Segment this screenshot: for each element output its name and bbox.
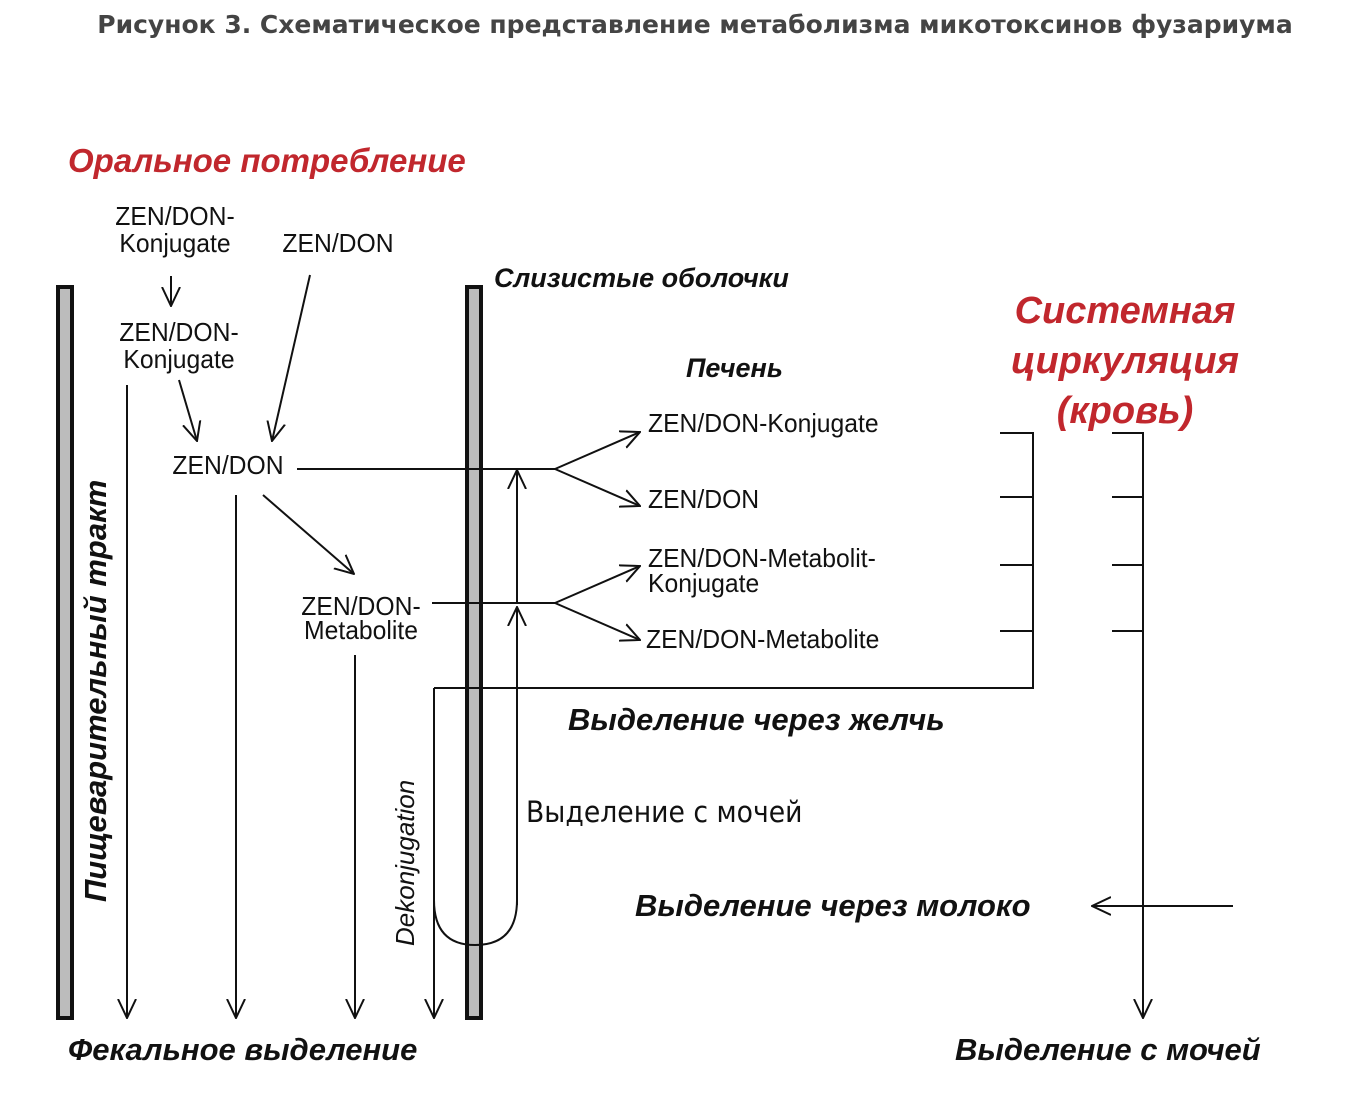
node-text: Konjugate [123, 344, 235, 374]
mucosa-label: Слизистые оболочки [494, 263, 789, 293]
node-liver-free: ZEN/DON [648, 484, 760, 514]
mucosa-wall [465, 285, 483, 1020]
gi-tract-wall [56, 285, 74, 1020]
urine-excretion-bottom-label: Выделение с мочей [955, 1032, 1261, 1067]
node-gut-metabolite: ZEN/DON- Metabolite [290, 591, 433, 645]
node-text: ZEN/DON- [115, 201, 235, 231]
node-liver-metabolite-conjugate: ZEN/DON-Metabolit- Konjugate [648, 543, 876, 598]
bile-bracket [434, 432, 1034, 689]
node-liver-metabolite: ZEN/DON-Metabolite [646, 624, 880, 654]
node-gut-free: ZEN/DON [172, 450, 284, 480]
urine-excretion-mid-label: Выделение с мочей [526, 795, 803, 829]
systemic-line-1: Системная [1014, 290, 1236, 332]
milk-excretion-label: Выделение через молоко [635, 888, 1031, 923]
node-intake-conjugate: ZEN/DON- Konjugate [104, 203, 247, 257]
node-intake-free: ZEN/DON [282, 228, 394, 258]
figure-title: Рисунок 3. Схематическое представление м… [97, 10, 1293, 39]
gi-tract-label: Пищеварительный тракт [78, 479, 113, 902]
arrow-liver-met-conj [554, 566, 640, 604]
fecal-excretion-label: Фекальное выделение [68, 1032, 418, 1067]
bile-excretion-label: Выделение через желчь [568, 702, 945, 737]
node-text: Metabolite [304, 615, 418, 645]
node-text: Konjugate [119, 228, 231, 258]
liver-label: Печень [686, 353, 783, 383]
node-text: ZEN/DON-Metabolit- [648, 543, 876, 573]
arrow-free-to-metabolite [262, 494, 354, 574]
arrow-liver-conj [554, 432, 640, 470]
node-gut-conjugate: ZEN/DON- Konjugate [108, 319, 251, 373]
systemic-line-3: (кровь) [1056, 390, 1194, 432]
node-liver-conjugate: ZEN/DON-Konjugate [648, 408, 879, 438]
arrow-liver-metabolite [554, 602, 640, 640]
blood-bracket [1112, 432, 1143, 1018]
deconjugation-label: Dekonjugation [390, 779, 420, 946]
deconjugation-loop [433, 899, 518, 947]
node-text: ZEN/DON- [301, 591, 421, 621]
node-text: ZEN/DON- [119, 317, 239, 347]
arrow-intake-free [272, 274, 311, 441]
arrow-conj-to-free [178, 379, 197, 441]
systemic-circulation-label: Системная циркуляция (кровь) [1000, 286, 1250, 436]
node-text: Konjugate [648, 568, 760, 598]
systemic-line-2: циркуляция [1011, 340, 1239, 382]
arrow-liver-free [554, 468, 640, 506]
oral-intake-label: Оральное потребление [68, 142, 466, 179]
